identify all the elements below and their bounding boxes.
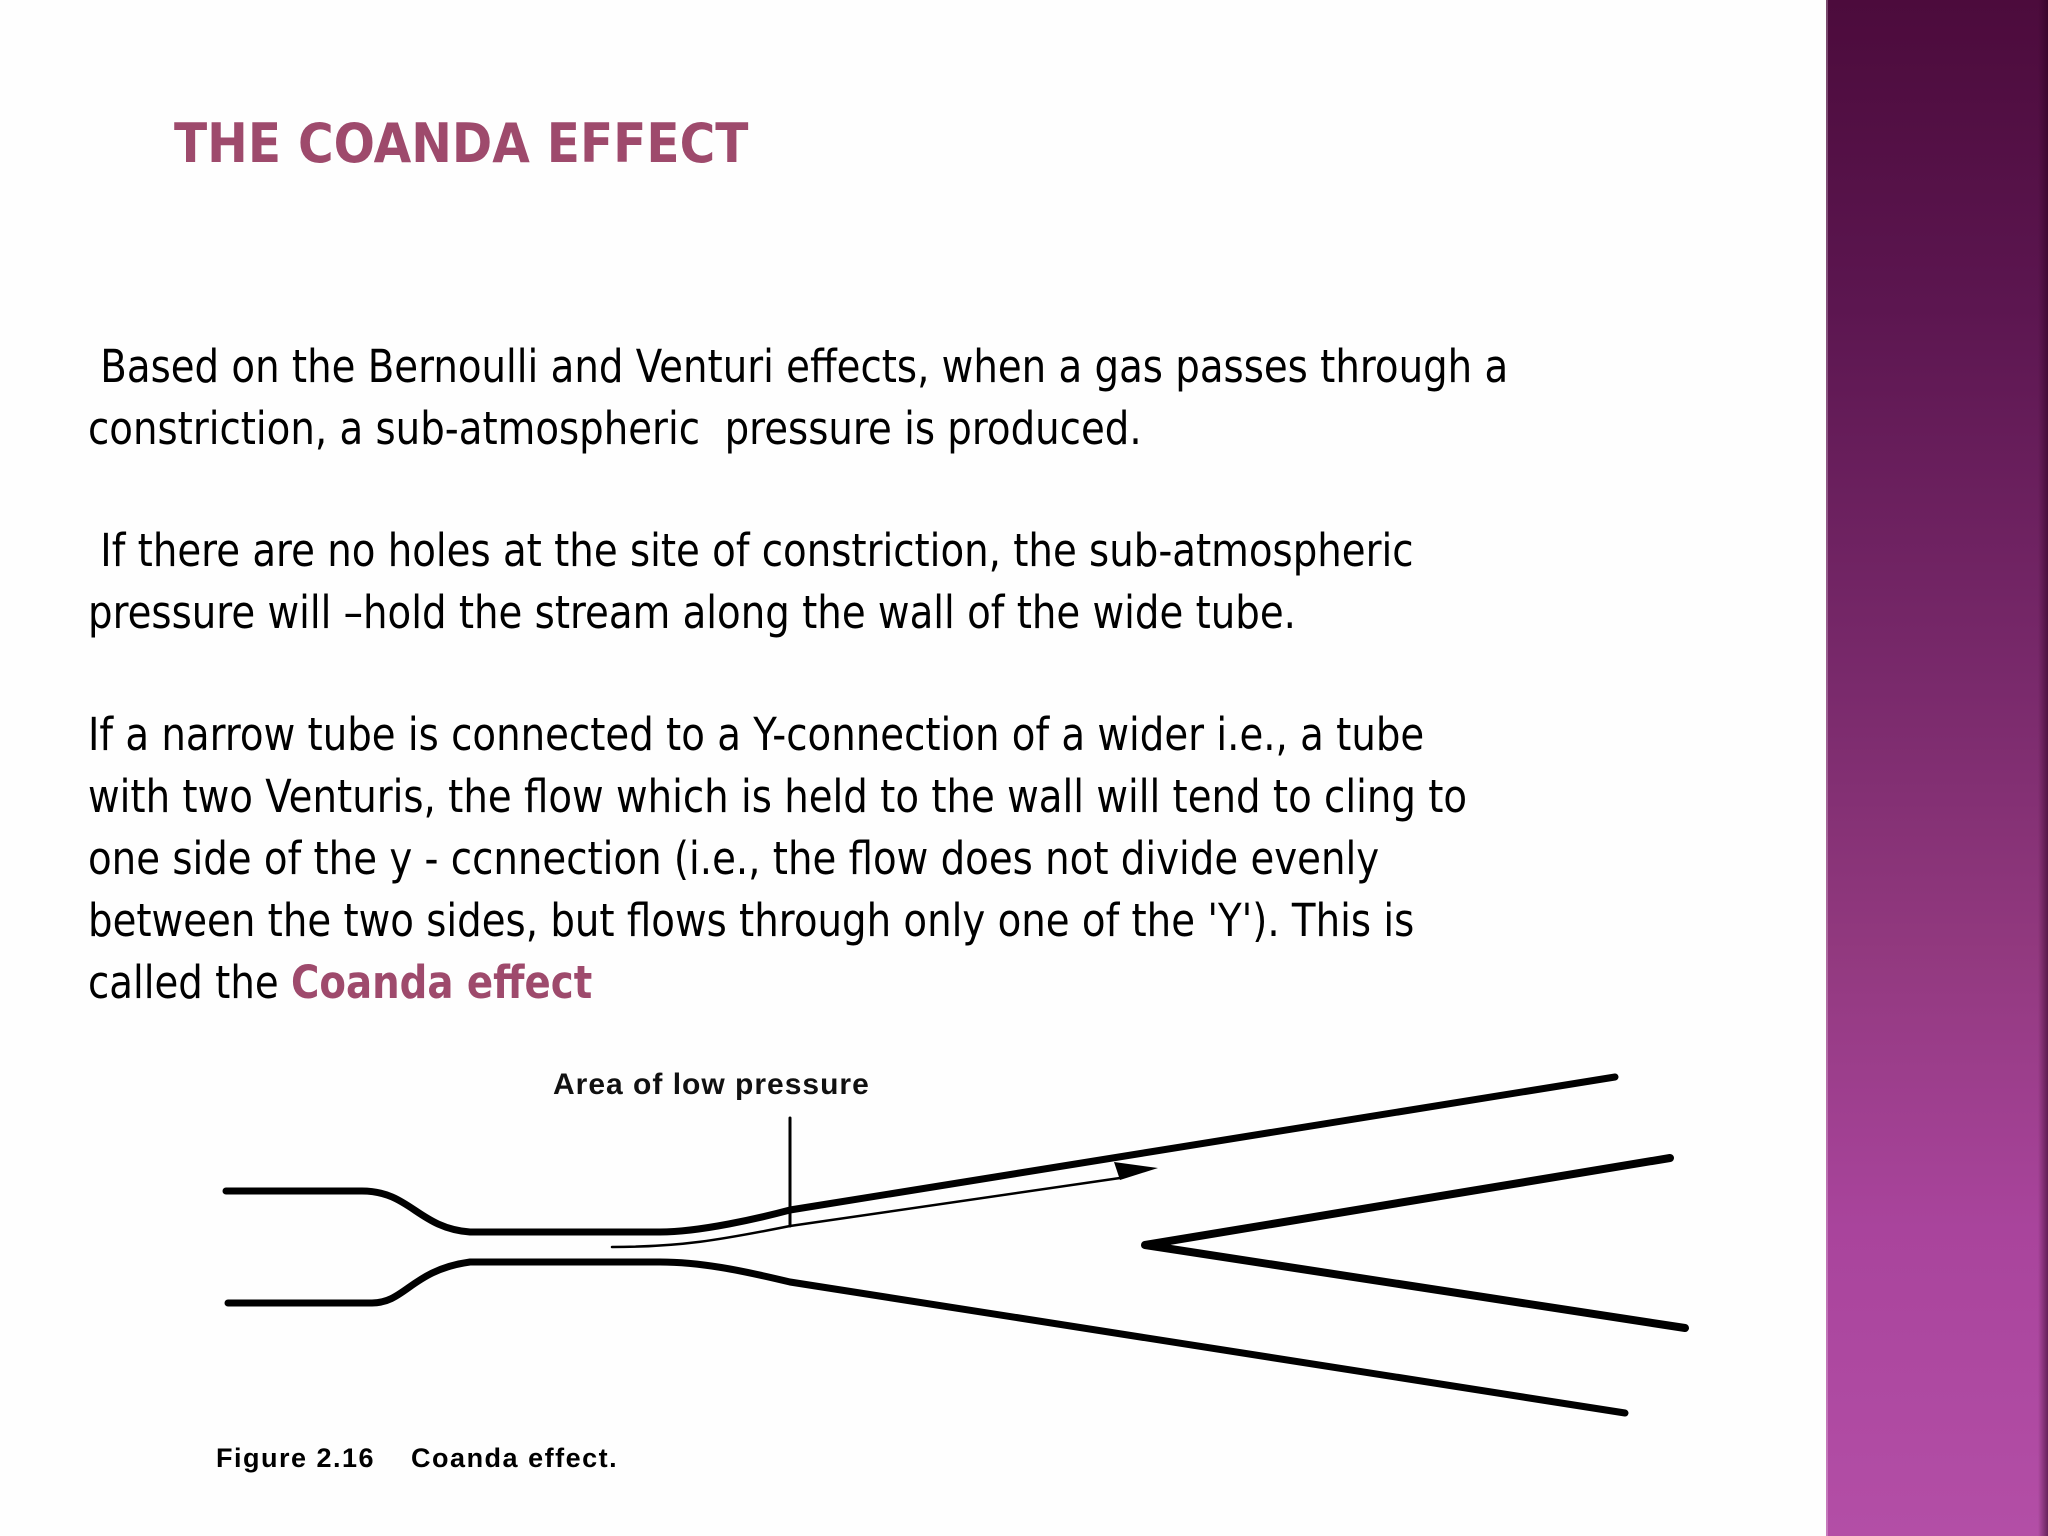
paragraph-constriction: If there are no holes at the site of con… xyxy=(88,520,1808,644)
paragraph-line: between the two sides, but flows through… xyxy=(88,894,1415,947)
paragraph-bernoulli: Based on the Bernoulli and Venturi effec… xyxy=(88,336,1808,460)
figure-label-low-pressure: Area of low pressure xyxy=(553,1068,870,1101)
paragraph-line: called the Coanda effect xyxy=(88,952,1808,1014)
paragraph-line: If there are no holes at the site of con… xyxy=(88,524,1414,577)
figure-caption: Figure 2.16 Coanda effect. xyxy=(216,1443,619,1473)
decorative-side-bar xyxy=(1826,0,2048,1536)
paragraph-line-text: called the xyxy=(88,956,291,1009)
paragraph-y-connection: If a narrow tube is connected to a Y-con… xyxy=(88,704,1808,1014)
paragraph-line: pressure will –hold the stream along the… xyxy=(88,586,1296,639)
coanda-effect-highlight: Coanda effect xyxy=(290,956,593,1009)
flow-arrow-icon xyxy=(1114,1162,1158,1180)
slide-title: THE COANDA EFFECT xyxy=(174,112,749,175)
paragraph-line: one side of the y - ccnnection (i.e., th… xyxy=(88,832,1380,885)
paragraph-line: If a narrow tube is connected to a Y-con… xyxy=(88,708,1425,761)
paragraph-line: with two Venturis, the flow which is hel… xyxy=(88,770,1468,823)
coanda-effect-diagram xyxy=(222,1073,1689,1417)
paragraph-line: Based on the Bernoulli and Venturi effec… xyxy=(88,340,1509,393)
paragraph-line: constriction, a sub-atmospheric pressure… xyxy=(88,402,1142,455)
